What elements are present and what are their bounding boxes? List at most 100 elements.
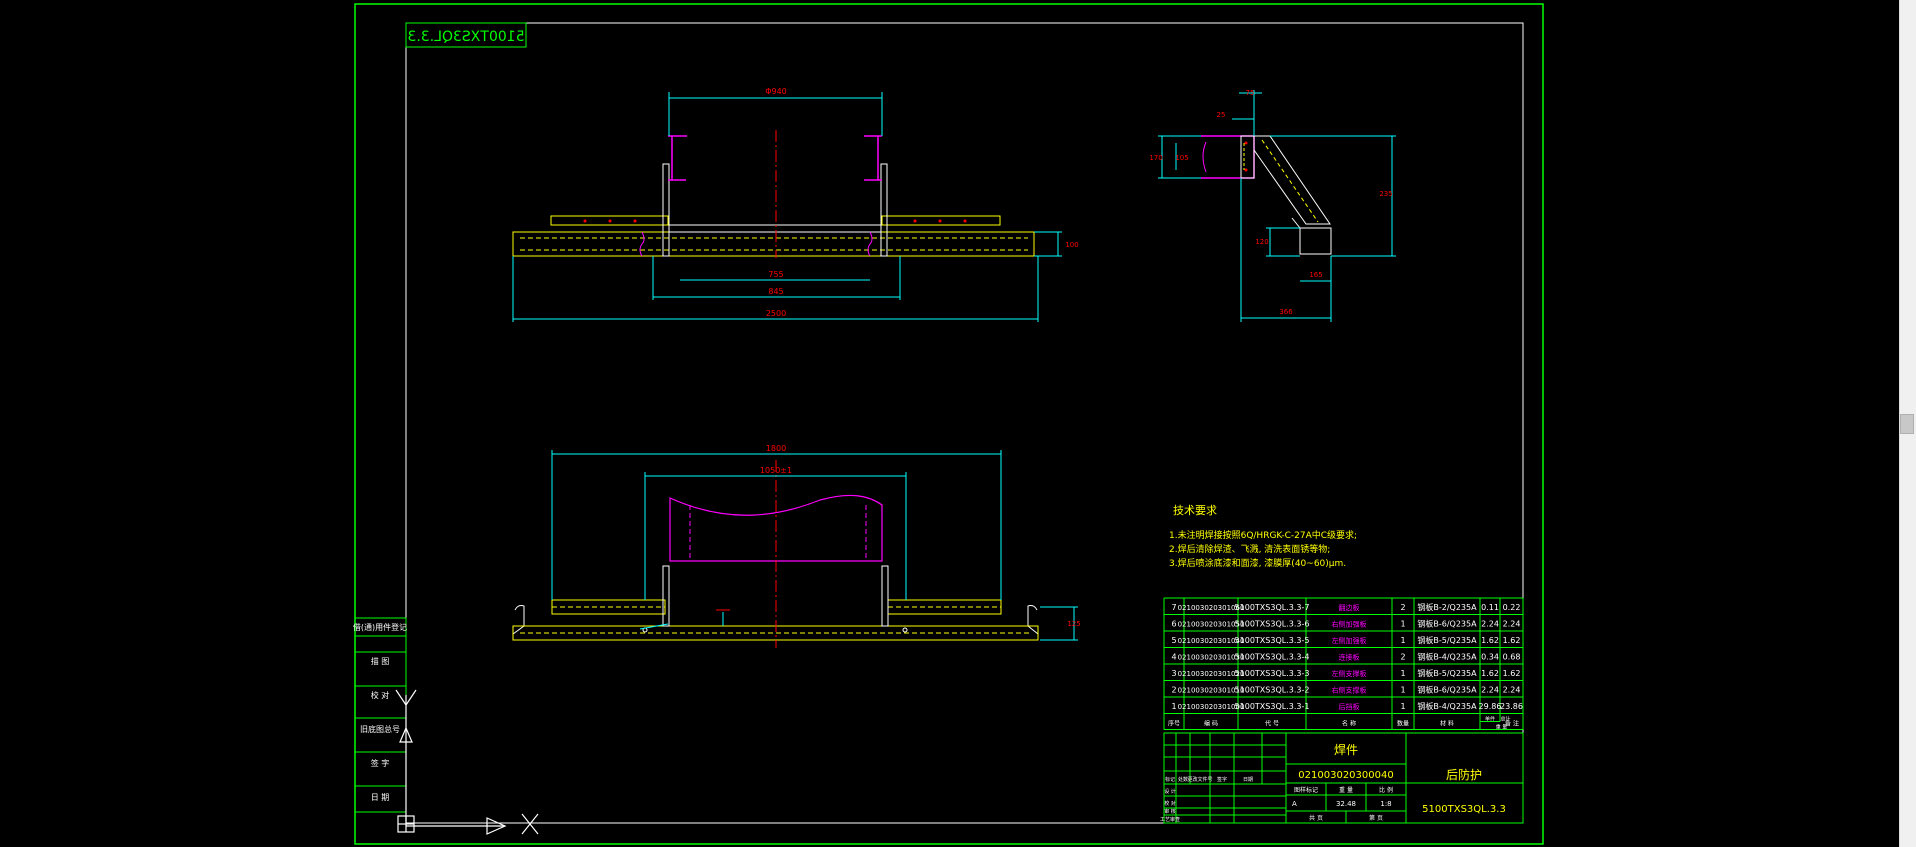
- tech-requirements: 技术要求 1.未注明焊接按照6Q/HRGK-C-27A中C级要求; 2.焊后清除…: [1169, 504, 1357, 569]
- bom-cell: 2: [1171, 686, 1176, 695]
- bom-header: 编 码: [1204, 720, 1218, 728]
- tech-item: 2.焊后清除焊渣、飞溅, 清洗表面锈等物;: [1169, 543, 1330, 555]
- part-name: 后防护: [1446, 767, 1482, 782]
- bom-header: 数量: [1397, 720, 1409, 728]
- row-label: 更改文件号: [1187, 776, 1212, 783]
- mark-value: A: [1292, 800, 1297, 808]
- bom-cell: 左侧支撑板: [1332, 669, 1367, 678]
- dim-label: 25: [1217, 111, 1226, 119]
- dim-label: Φ940: [765, 87, 787, 96]
- row-label: 审 核: [1164, 808, 1176, 815]
- bom-cell: 7: [1171, 603, 1176, 612]
- dim-label: 100: [1065, 241, 1078, 249]
- bom-cell: 钢板B-2/Q235A: [1417, 602, 1477, 612]
- bom-cell: 5100TXS3QL.3.3-6: [1235, 620, 1310, 629]
- strip-label: 旧底图总号: [360, 724, 400, 734]
- bom-cell: 钢板B-6/Q235A: [1417, 619, 1477, 629]
- bom-cell: 5100TXS3QL.3.3-5: [1235, 636, 1310, 645]
- bom-cell: 021003020301020: [1178, 670, 1245, 678]
- bom-cell: 连接板: [1339, 653, 1360, 662]
- row-label: 签字: [1217, 776, 1227, 783]
- bom-cell: 1.62: [1481, 669, 1499, 678]
- mirrored-code-text: 5100TXS3QL.3.3: [407, 29, 524, 45]
- dim-label: 125: [1067, 620, 1080, 628]
- bom-cell: 5100TXS3QL.3.3-1: [1235, 702, 1310, 711]
- ucs-icon: [395, 689, 539, 835]
- dim-label: 1800: [766, 444, 786, 453]
- bom-cell: 后挡板: [1339, 702, 1360, 711]
- tech-item: 1.未注明焊接按照6Q/HRGK-C-27A中C级要求;: [1169, 529, 1357, 541]
- bom-cell: 左侧加强板: [1332, 636, 1367, 645]
- sheet-label: 第 页: [1369, 814, 1383, 822]
- bom-header: 名 称: [1342, 720, 1356, 728]
- scrollbar-thumb[interactable]: [1900, 414, 1914, 434]
- row-label: 标记: [1165, 776, 1175, 783]
- bom-cell: 29.86: [1479, 702, 1502, 711]
- row-label: 日期: [1243, 777, 1253, 783]
- plan-view: 1800 1050±1 125: [512, 444, 1081, 648]
- bom-cell: 5100TXS3QL.3.3-7: [1235, 603, 1310, 612]
- col-label: 比 例: [1379, 786, 1393, 794]
- bom-cell: 钢板B-4/Q235A: [1417, 701, 1477, 711]
- bom-cell: 2.24: [1481, 686, 1499, 695]
- bom-cell: 钢板B-6/Q235A: [1417, 685, 1477, 695]
- dim-label: 2500: [766, 309, 786, 318]
- bom-cell: 021003020301040: [1178, 637, 1245, 645]
- bom-header: 序号: [1168, 720, 1180, 728]
- bom-cell: 2.24: [1503, 620, 1521, 629]
- bom-header: 材 料: [1440, 720, 1454, 728]
- bom-cell: 0.22: [1503, 603, 1521, 612]
- row-label: 处数: [1178, 776, 1188, 783]
- part-type: 焊件: [1334, 742, 1358, 757]
- outer-frame: [354, 3, 1544, 845]
- bom-cell: 021003020301060: [1178, 604, 1245, 612]
- tech-title: 技术要求: [1173, 504, 1217, 517]
- bom-cell: 2: [1400, 653, 1405, 662]
- bom-cell: 1: [1400, 702, 1405, 711]
- bom-cell: 23.86: [1500, 702, 1523, 711]
- bom-cell: 5100TXS3QL.3.3-4: [1235, 653, 1310, 662]
- col-label: 重 量: [1339, 786, 1353, 794]
- strip-label: 日 期: [371, 793, 390, 802]
- left-strip: 借(通)用件登记 描 图 校 对 旧底图总号 签 字 日 期: [353, 617, 407, 813]
- bom-cell: 1.62: [1503, 669, 1521, 678]
- bom-cell: 5: [1171, 636, 1176, 645]
- bom-cell: 1: [1400, 620, 1405, 629]
- bom-cell: 5100TXS3QL.3.3-3: [1235, 669, 1310, 678]
- bom-cell: 钢板B-4/Q235A: [1417, 652, 1477, 662]
- sheet-label: 共 页: [1309, 814, 1323, 822]
- bom-header: 备 注: [1505, 720, 1519, 728]
- col-label: 图样标记: [1294, 786, 1318, 794]
- dim-label: 75: [1246, 89, 1255, 97]
- bom-header: 代 号: [1265, 720, 1279, 728]
- bom-cell: 2.24: [1481, 620, 1499, 629]
- vertical-scrollbar[interactable]: [1899, 0, 1916, 847]
- row-label: 工艺审查: [1160, 816, 1180, 823]
- strip-label: 描 图: [371, 656, 390, 666]
- strip-label: 签 字: [371, 758, 390, 768]
- row-label: 设 计: [1164, 788, 1176, 795]
- bom-cell: 钢板B-5/Q235A: [1417, 635, 1477, 645]
- scale-value: 1:8: [1380, 800, 1391, 808]
- bom-cell: 0.11: [1481, 603, 1499, 612]
- bom-cell: 翻边板: [1339, 603, 1360, 612]
- bom-header: 总计: [1500, 716, 1510, 723]
- bom-cell: 021003020301010: [1178, 687, 1245, 695]
- drawing-number: 5100TXS3QL.3.3: [1422, 804, 1506, 815]
- bom-cell: 2.24: [1503, 686, 1521, 695]
- bom-cell: 右侧支撑板: [1332, 686, 1367, 695]
- side-view: 75 25 170 105 235 120 165 366: [1149, 89, 1396, 322]
- inner-frame: [405, 22, 1524, 824]
- dim-label: 235: [1379, 190, 1392, 198]
- dim-label: 105: [1175, 154, 1188, 162]
- strip-label: 校 对: [371, 690, 390, 700]
- assembly-code: 021003020300040: [1298, 770, 1393, 781]
- dim-label: 845: [768, 287, 783, 296]
- bom-cell: 1: [1400, 669, 1405, 678]
- dim-label: 170: [1149, 154, 1162, 162]
- strip-label: 借(通)用件登记: [353, 622, 407, 632]
- bom-cell: 1.62: [1481, 636, 1499, 645]
- weight-value: 32.48: [1336, 800, 1356, 808]
- dim-label: 165: [1309, 271, 1322, 279]
